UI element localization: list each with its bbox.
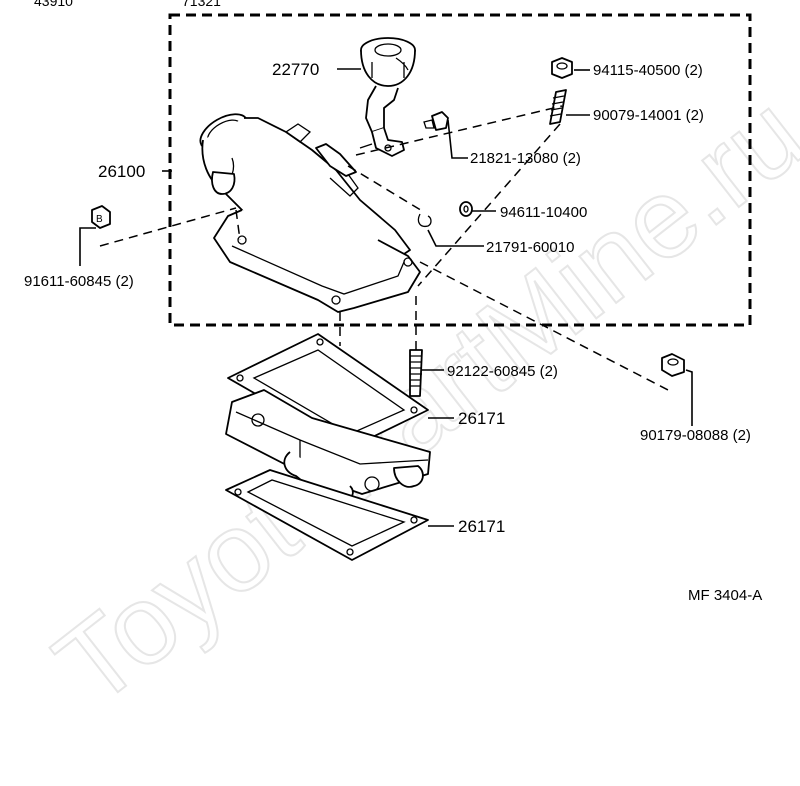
watermark: ToyotaPartMine.ru bbox=[32, 70, 800, 730]
part-90079-stud bbox=[549, 89, 567, 125]
part-21791-clip bbox=[417, 213, 432, 228]
callout-26171-upper: 26171 bbox=[458, 409, 505, 428]
part-22770-valve bbox=[359, 37, 416, 157]
svg-text:B: B bbox=[96, 214, 103, 225]
callout-21791-60010: 21791-60010 bbox=[486, 239, 574, 256]
callout-90079-14001: 90079-14001 (2) bbox=[593, 107, 704, 124]
part-94115-nut bbox=[551, 57, 573, 79]
part-21821-bolt bbox=[423, 111, 449, 131]
callout-26171-lower: 26171 bbox=[458, 517, 505, 536]
watermark-text: ToyotaPartMine.ru bbox=[33, 71, 800, 729]
part-90179-nut bbox=[661, 353, 685, 377]
callout-26100: 26100 bbox=[98, 162, 145, 181]
callout-21821-13080: 21821-13080 (2) bbox=[470, 150, 581, 167]
part-92122-stud bbox=[409, 349, 423, 397]
callout-94611-10400: 94611-10400 bbox=[500, 204, 587, 221]
part-94611-washer bbox=[459, 201, 473, 217]
callout-91611-60845: 91611-60845 (2) bbox=[24, 273, 134, 290]
part-throttle-body bbox=[225, 389, 431, 503]
part-26100-intake bbox=[199, 113, 421, 313]
leader-lines bbox=[79, 68, 693, 527]
assembly-frame bbox=[168, 13, 752, 327]
top-fragment-left: 43910 bbox=[34, 0, 73, 9]
dashed-references bbox=[99, 105, 673, 393]
diagram-code: MF 3404-A bbox=[688, 587, 762, 604]
top-fragment-right: 71321 bbox=[182, 0, 221, 9]
callout-92122-60845: 92122-60845 (2) bbox=[447, 363, 558, 380]
callout-94115-40500: 94115-40500 (2) bbox=[593, 62, 703, 79]
part-26171-lower-gasket bbox=[225, 469, 429, 561]
callout-90179-08088: 90179-08088 (2) bbox=[640, 427, 751, 444]
part-91611-bolt: B bbox=[91, 205, 111, 229]
callout-22770: 22770 bbox=[272, 60, 319, 79]
